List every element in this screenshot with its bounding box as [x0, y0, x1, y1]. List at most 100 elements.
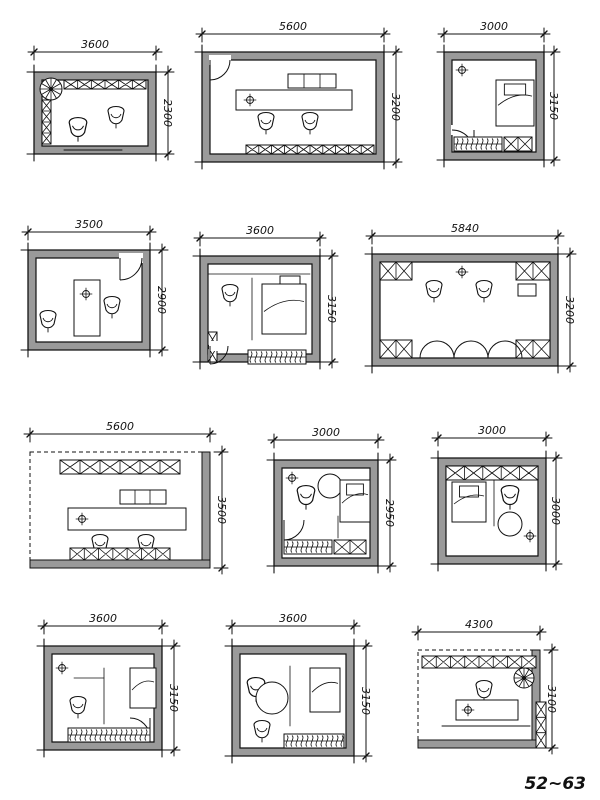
round-table: [317, 473, 343, 499]
floor-plan-2: 5600 3200: [194, 20, 403, 170]
dimension-slash: [540, 30, 548, 38]
cabinet-bracing: [41, 99, 52, 145]
desk: [73, 279, 101, 337]
stair-treads: [514, 668, 534, 688]
pillow: [503, 83, 527, 96]
depth-dimension-label: 2900: [155, 286, 168, 314]
dimension-slash: [270, 436, 278, 444]
chair: [103, 295, 121, 319]
depth-dimension-label: 2300: [161, 99, 174, 127]
cabinet-bracing: [245, 144, 375, 155]
cabinet-bracing: [535, 701, 547, 749]
shelf: [119, 489, 167, 505]
stair-treads: [40, 78, 62, 100]
cabinet-bracing: [63, 79, 147, 90]
dimension-slash: [30, 48, 38, 56]
dimension-slash: [440, 30, 448, 38]
dimension-slash: [552, 560, 560, 568]
cabinet-bracing: [333, 539, 367, 555]
width-dimension-label: 5600: [279, 20, 307, 33]
round-table: [497, 511, 523, 537]
chair: [425, 279, 443, 303]
dimension-slash: [164, 150, 172, 158]
depth-dimension-label: 3500: [215, 496, 228, 524]
dimension-slash: [414, 628, 422, 636]
desk: [261, 283, 307, 335]
chair: [301, 111, 319, 135]
dimension-slash: [552, 454, 560, 462]
chair: [69, 695, 87, 719]
cabinet-bracing: [59, 459, 181, 475]
width-dimension-label: 5840: [451, 222, 479, 235]
dimension-slash: [158, 622, 166, 630]
depth-dimension-label: 3150: [547, 92, 560, 120]
dimension-slash: [392, 158, 400, 166]
dimension-slash: [386, 562, 394, 570]
coat-hangers: [249, 351, 303, 363]
desk: [455, 699, 519, 721]
door-swing: [119, 257, 143, 281]
bed-sheet: [131, 680, 155, 691]
door-opening: [129, 713, 151, 723]
dimension-slash: [26, 430, 34, 438]
dimension-slash: [368, 232, 376, 240]
door-opening: [209, 55, 231, 65]
desk: [451, 481, 487, 523]
desk: [235, 89, 353, 111]
dimension-slash: [362, 752, 370, 760]
cabinet-bracing: [379, 339, 413, 359]
cabinet-bracing: [503, 136, 533, 152]
stair-post: [522, 676, 526, 680]
width-dimension-label: 3600: [246, 224, 274, 237]
coat-hangers: [455, 138, 499, 150]
dimension-slash: [196, 234, 204, 242]
dimension-slash: [548, 744, 556, 752]
chair: [221, 283, 239, 307]
dimension-slash: [218, 448, 226, 456]
depth-dimension-label: 3000: [549, 497, 562, 525]
depth-dimension-label: 3200: [389, 93, 402, 121]
depth-dimension-label: 3100: [545, 685, 558, 713]
dimension-slash: [566, 250, 574, 258]
door-opening: [283, 515, 305, 525]
dimension-slash: [164, 68, 172, 76]
dimension-slash: [536, 628, 544, 636]
cabinet-bracing: [515, 339, 551, 359]
width-dimension-label: 3500: [75, 218, 103, 231]
coat-hangers: [285, 735, 344, 747]
dimension-slash: [170, 642, 178, 650]
dimension-slash: [152, 48, 160, 56]
dimension-slash: [40, 622, 48, 630]
dimension-slash: [158, 246, 166, 254]
chair: [475, 679, 493, 703]
floor-plan-4: 3500 2900: [20, 218, 169, 358]
cabinet-bracing: [515, 261, 551, 281]
depth-dimension-label: 3150: [167, 684, 180, 712]
floor-plan-3: 3000 3150: [436, 20, 561, 168]
door-opening: [119, 253, 143, 263]
cabinet-bracing: [69, 547, 171, 561]
dimension-slash: [24, 228, 32, 236]
door-opening: [451, 125, 475, 135]
coat-hangers: [69, 729, 148, 741]
width-dimension-label: 4300: [465, 618, 493, 631]
dimension-slash: [392, 48, 400, 56]
floor-plan-12: 4300 3100: [411, 618, 559, 755]
dimension-slash: [566, 362, 574, 370]
dimension-slash: [198, 30, 206, 38]
chair: [257, 111, 275, 135]
bed-sheet: [497, 94, 533, 106]
cabinet-bracing: [421, 655, 537, 669]
bed-sheet: [453, 494, 485, 505]
dimension-slash: [170, 746, 178, 754]
dimension-slash: [350, 622, 358, 630]
width-dimension-label: 3000: [480, 20, 508, 33]
dimension-slash: [362, 642, 370, 650]
dimension-slash: [158, 346, 166, 354]
desk: [67, 507, 187, 531]
dimension-slash: [386, 456, 394, 464]
